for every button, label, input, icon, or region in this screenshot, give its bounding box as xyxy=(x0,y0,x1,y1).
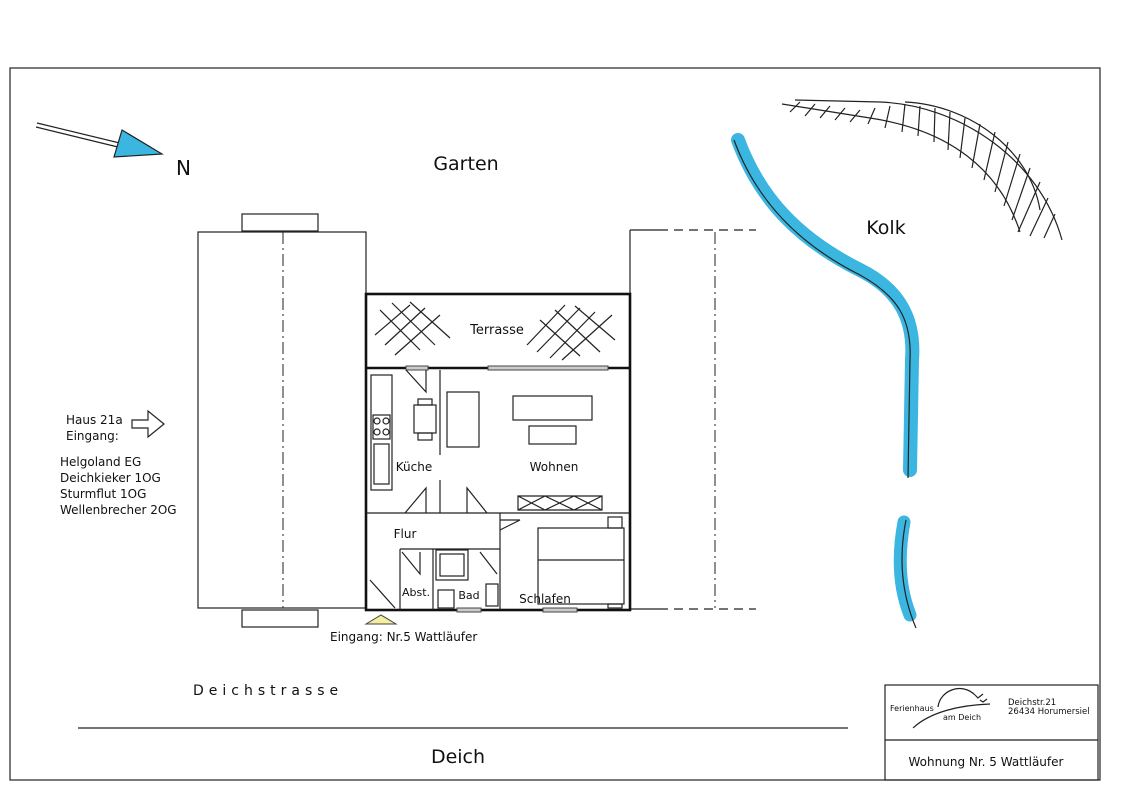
north-arrow-icon xyxy=(35,122,164,158)
logo-line2: am Deich xyxy=(943,713,981,722)
room-bath: Bad xyxy=(458,589,479,602)
entrance-label: Eingang: Nr.5 Wattläufer xyxy=(330,630,477,644)
room-bedroom: Schlafen xyxy=(519,592,571,606)
address-line1: Deichstr.21 xyxy=(1008,698,1056,708)
terrace-label: Terrasse xyxy=(469,323,524,338)
address-line2: 26434 Horumersiel xyxy=(1008,707,1090,717)
arrow-right-icon xyxy=(131,409,165,439)
dike-slope-hatch xyxy=(781,99,1063,241)
entrance-marker-icon xyxy=(364,614,398,625)
room-living: Wohnen xyxy=(530,460,579,474)
apartment-title: Wohnung Nr. 5 Wattläufer xyxy=(909,755,1064,769)
house-entry: Sturmflut 1OG xyxy=(60,487,146,501)
house-entry: Deichkieker 1OG xyxy=(60,471,161,485)
drawing-frame xyxy=(9,67,1101,781)
house-entry: Wellenbrecher 2OG xyxy=(60,503,177,517)
street-label: Deichstrasse xyxy=(193,683,343,699)
north-label: N xyxy=(176,156,191,180)
room-hall: Flur xyxy=(394,527,417,541)
dike-label: Deich xyxy=(431,746,485,768)
kolk-water xyxy=(731,133,920,629)
house-entry: Helgoland EG xyxy=(60,455,141,469)
neighbor-building-right xyxy=(629,229,756,610)
house-title: Haus 21a xyxy=(66,413,123,427)
room-storage: Abst. xyxy=(402,586,430,599)
logo-line1: Ferienhaus xyxy=(890,704,934,713)
neighbor-building-left xyxy=(197,213,367,628)
room-kitchen: Küche xyxy=(396,460,432,474)
house-subtitle: Eingang: xyxy=(66,429,119,443)
kolk-label: Kolk xyxy=(866,217,905,239)
apartment-plan: Terrasse Küche Wo xyxy=(364,292,632,613)
garden-label: Garten xyxy=(433,153,498,175)
title-block: Ferienhaus am Deich Deichstr.21 26434 Ho… xyxy=(884,684,1099,781)
